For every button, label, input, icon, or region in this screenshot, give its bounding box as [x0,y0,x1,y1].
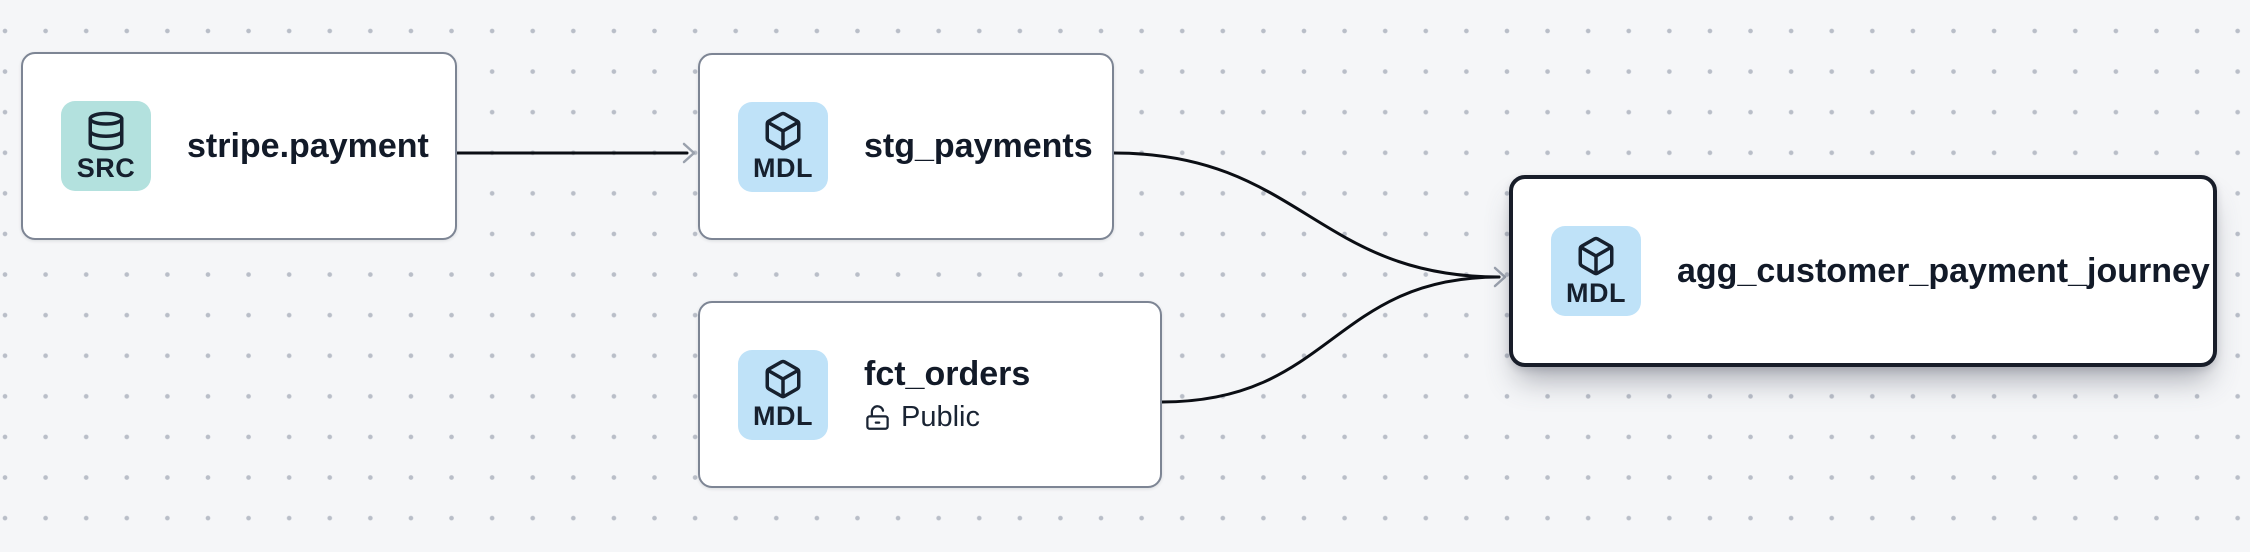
edge-fct-orders-to-agg [1160,275,1501,404]
badge-label: SRC [76,152,136,183]
node-title: stripe.payment [187,126,429,165]
access-label: Public [864,400,1030,435]
box-icon [1578,236,1614,276]
box-icon [765,112,801,151]
badge-label: MDL [753,153,813,184]
unlock-icon [866,405,889,430]
node-title: agg_customer_payment_journey [1677,251,2210,290]
arrowhead-icon [682,142,696,164]
node-agg-customer-payment-journey[interactable]: MDL agg_customer_payment_journey [1509,175,2217,367]
node-stripe-payment[interactable]: SRC stripe.payment [21,52,457,240]
node-stg-payments[interactable]: MDL stg_payments [698,53,1114,240]
source-badge: SRC [61,101,151,191]
model-badge: MDL [738,101,828,192]
database-icon [88,111,124,151]
arrowhead-icon [1493,266,1507,288]
access-label-text: Public [901,401,980,433]
badge-label: MDL [1566,277,1626,308]
node-fct-orders[interactable]: MDL fct_orders Public [698,301,1162,488]
node-title: stg_payments [864,127,1093,166]
box-icon [765,360,801,399]
node-title: fct_orders [864,355,1031,394]
model-badge: MDL [1551,226,1641,316]
model-badge: MDL [738,349,828,440]
edge-stg-payments-to-agg [1112,151,1501,279]
badge-label: MDL [753,401,813,432]
